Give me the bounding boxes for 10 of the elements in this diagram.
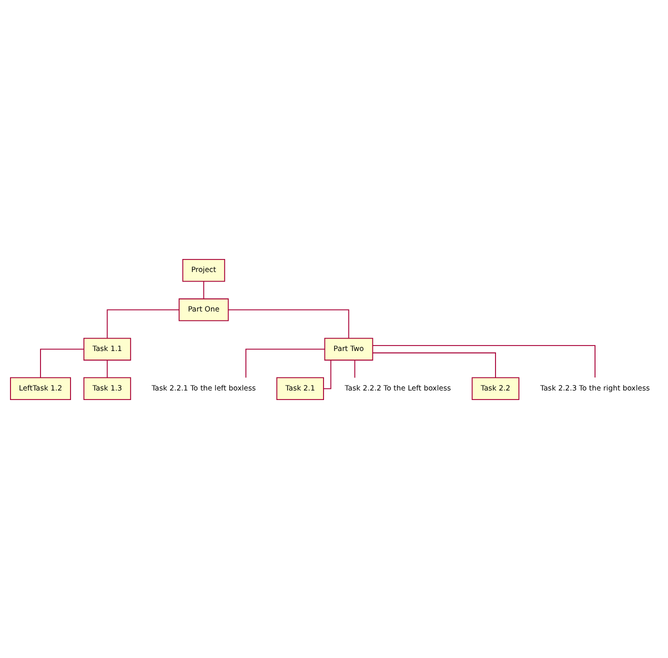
connector (323, 359, 332, 389)
connector (372, 344, 596, 378)
connector (354, 359, 356, 378)
connector (106, 359, 108, 378)
connector (372, 352, 496, 378)
connector (245, 348, 326, 378)
connector (203, 280, 204, 299)
connector (106, 308, 180, 338)
connector (228, 308, 350, 338)
connector (40, 348, 84, 378)
